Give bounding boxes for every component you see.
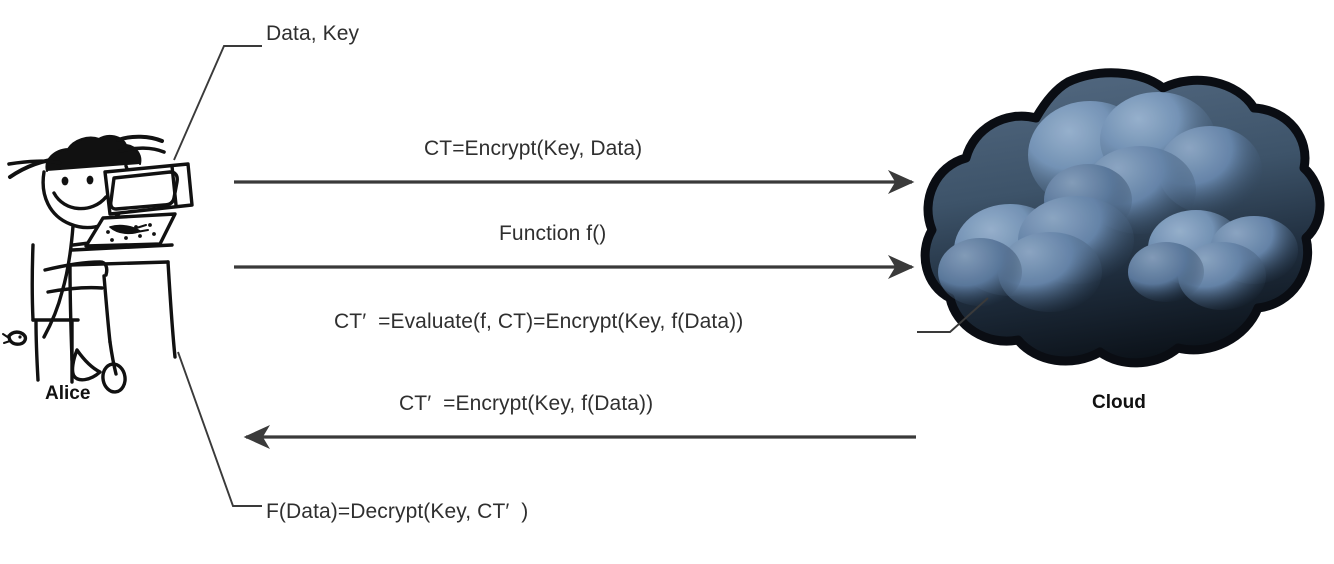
actor-label-alice: Alice <box>45 383 91 404</box>
annotation-alice-output: F(Data)=Decrypt(Key, CT′ ) <box>266 500 529 523</box>
message-label-ciphertext: CT=Encrypt(Key, Data) <box>424 137 643 160</box>
message-label-function: Function f() <box>499 222 607 245</box>
annotation-cloud-computation: CT′ =Evaluate(f, CT)=Encrypt(Key, f(Data… <box>334 310 744 333</box>
message-label-result: CT′ =Encrypt(Key, f(Data)) <box>399 392 654 415</box>
annotation-alice-inputs: Data, Key <box>266 22 360 45</box>
actor-label-cloud: Cloud <box>1092 392 1146 413</box>
